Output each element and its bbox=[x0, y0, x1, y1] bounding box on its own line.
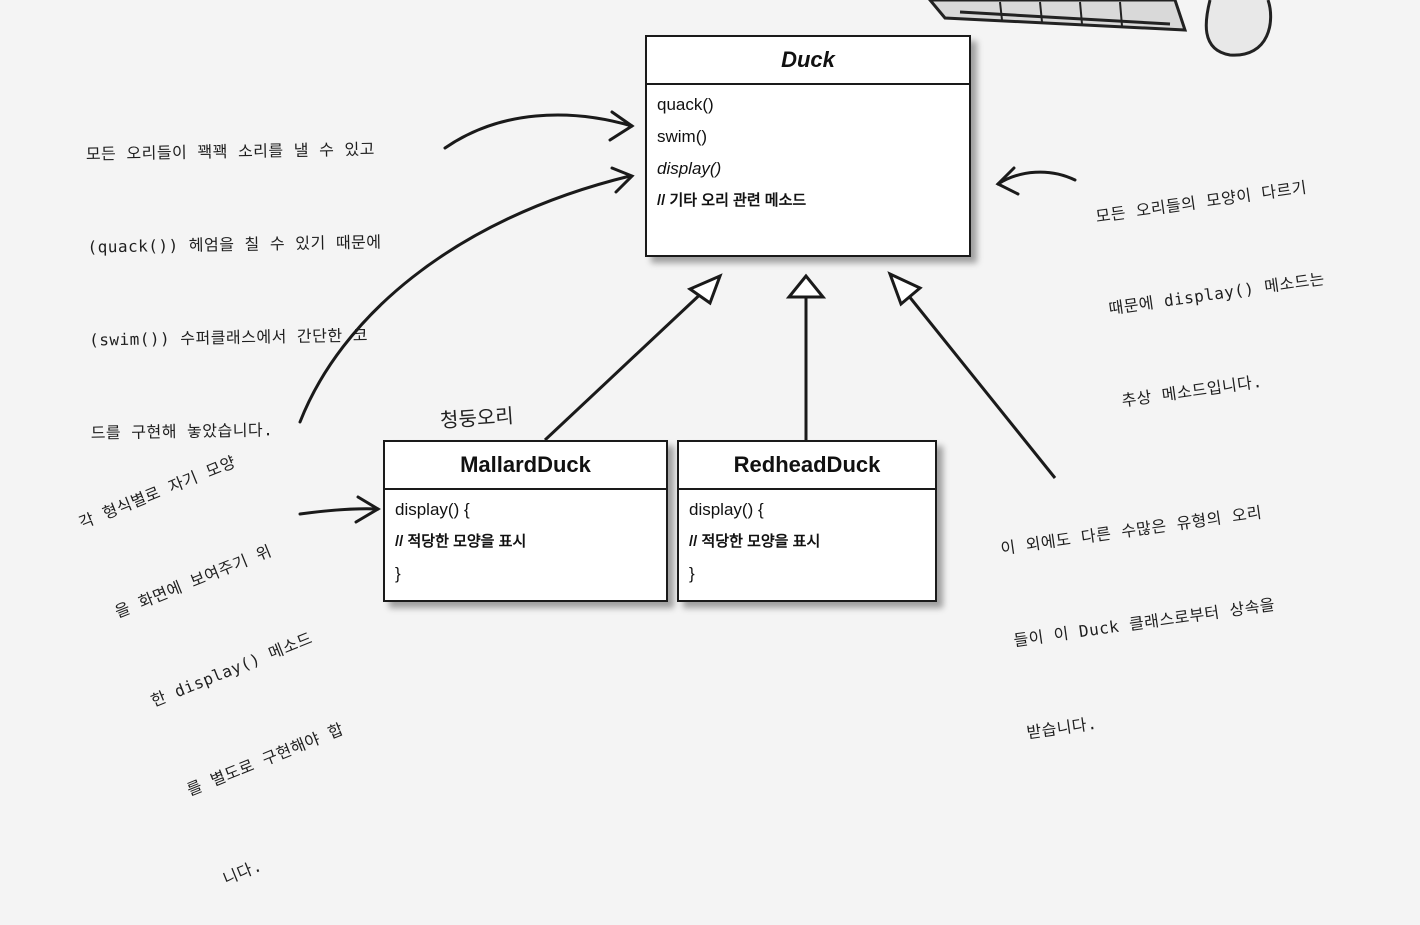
note-bottom-right-line: 이 외에도 다른 수많은 유형의 오리 bbox=[999, 502, 1264, 559]
mallard-inheritance-head bbox=[686, 273, 723, 306]
duck-class-box: Duck quack() swim() display() // 기타 오리 관… bbox=[645, 35, 971, 257]
duck-class-title: Duck bbox=[647, 37, 969, 85]
display-note-arrow-head bbox=[610, 166, 635, 194]
note-bottom-left-line: 를 별도로 구현해야 합 bbox=[184, 719, 347, 800]
display-note-arrow bbox=[298, 174, 632, 424]
note-right-line: 모든 오리들의 모양이 다르기 bbox=[1094, 177, 1309, 227]
other-inheritance-line bbox=[902, 289, 1057, 479]
note-bottom-right-line: 들이 이 Duck 클래스로부터 상속을 bbox=[1012, 594, 1277, 651]
duck-method-display: display() bbox=[657, 159, 722, 178]
right-note-arrow bbox=[996, 170, 1077, 186]
note-right-line: 때문에 display() 메소드는 bbox=[1107, 269, 1326, 319]
redhead-method-comment: // 적당한 모양을 표시 bbox=[689, 533, 821, 550]
note-bottom-left-line: 니다. bbox=[220, 855, 265, 889]
diagram-canvas bbox=[298, 0, 1273, 524]
note-right-line: 추상 메소드입니다. bbox=[1120, 371, 1264, 411]
other-inheritance-head bbox=[887, 271, 923, 307]
redhead-method-display: display() { bbox=[689, 500, 764, 519]
note-bottom-left-line: 각 형식별로 자기 모양 bbox=[76, 452, 239, 533]
annotation-arrows bbox=[298, 110, 1077, 524]
redhead-inheritance-head bbox=[785, 273, 827, 299]
bottom-left-arrow-head bbox=[354, 495, 381, 524]
decorative-sketch bbox=[928, 0, 1273, 57]
duck-method-quack: quack() bbox=[657, 95, 714, 114]
note-top-left-line: 모든 오리들이 꽥꽥 소리를 낼 수 있고 bbox=[85, 139, 376, 164]
note-bottom-right-line: 받습니다. bbox=[1025, 713, 1099, 743]
duck-method-comment: // 기타 오리 관련 메소드 bbox=[657, 192, 807, 209]
note-right: 모든 오리들의 모양이 다르기 때문에 display() 메소드는 추상 메소… bbox=[1085, 110, 1344, 447]
redhead-class-box: RedheadDuck display() { // 적당한 모양을 표시 } bbox=[677, 440, 937, 602]
mallard-handwritten-label: 청둥오리 bbox=[439, 403, 515, 433]
duck-methods: quack() swim() display() // 기타 오리 관련 메소드 bbox=[647, 85, 969, 217]
mallard-method-display: display() { bbox=[395, 500, 470, 519]
redhead-methods: display() { // 적당한 모양을 표시 } bbox=[679, 490, 935, 590]
redhead-method-close: } bbox=[689, 564, 695, 583]
note-top-left-line: (quack()) 헤엄을 칠 수 있기 때문에 bbox=[87, 232, 382, 257]
duck-method-swim: swim() bbox=[657, 127, 708, 146]
mallard-methods: display() { // 적당한 모양을 표시 } bbox=[385, 490, 666, 590]
top-note-arrow-head bbox=[608, 110, 635, 142]
inheritance-arrows bbox=[543, 271, 1057, 479]
mallard-class-title: MallardDuck bbox=[385, 442, 666, 490]
mallard-method-close: } bbox=[395, 564, 401, 583]
right-note-arrow-head bbox=[995, 166, 1020, 196]
mallard-inheritance-line bbox=[543, 286, 709, 442]
mallard-method-comment: // 적당한 모양을 표시 bbox=[395, 533, 527, 550]
bottom-left-arrow bbox=[298, 507, 380, 516]
note-top-left-line: (swim()) 수퍼클래스에서 간단한 코 bbox=[88, 325, 369, 350]
note-bottom-right: 이 외에도 다른 수많은 유형의 오리 들이 이 Duck 클래스로부터 상속을… bbox=[990, 435, 1294, 779]
redhead-class-title: RedheadDuck bbox=[679, 442, 935, 490]
note-bottom-left-line: 한 display() 메소드 bbox=[148, 628, 316, 711]
mallard-class-box: MallardDuck display() { // 적당한 모양을 표시 } bbox=[383, 440, 668, 602]
top-note-arrow bbox=[443, 113, 634, 150]
note-bottom-left-line: 을 화면에 보여주기 위 bbox=[112, 541, 275, 622]
